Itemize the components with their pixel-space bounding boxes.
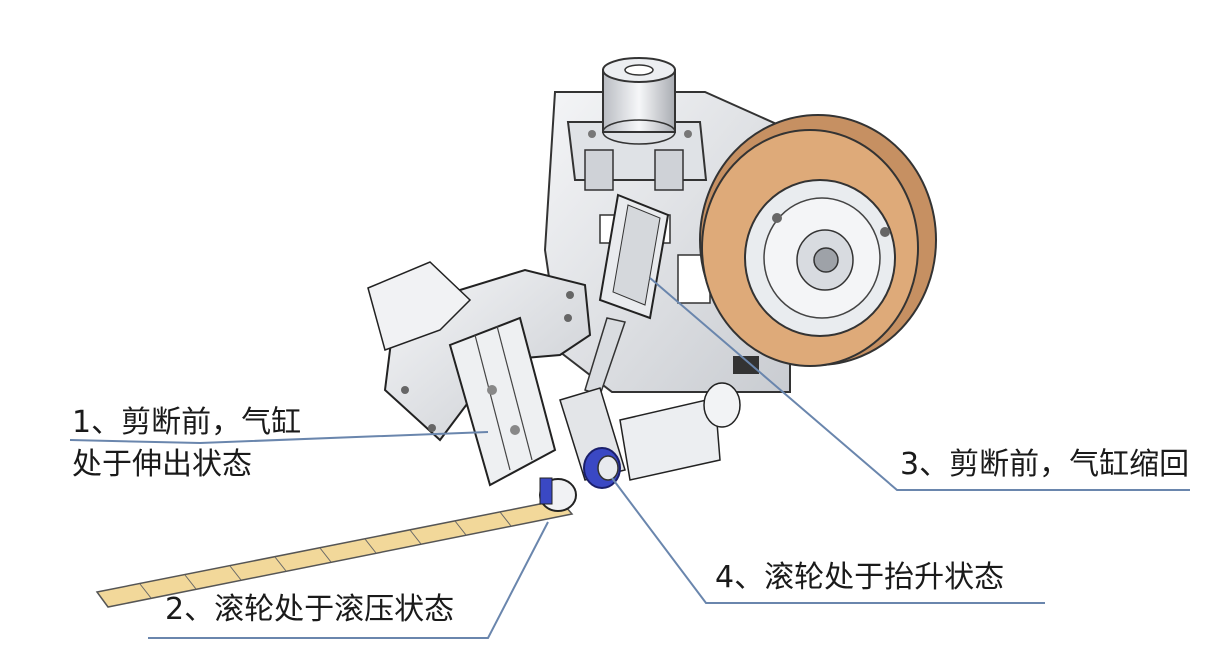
tape-strip	[95, 499, 574, 608]
leader-line-4	[611, 477, 1045, 604]
callout-1: 1、剪断前，气缸 处于伸出状态	[72, 405, 301, 483]
callout-1-line1: 1、剪断前，气缸	[72, 405, 302, 440]
callout-2-text: 2、滚轮处于滚压状态	[165, 592, 455, 627]
callout-1-line2: 处于伸出状态	[72, 447, 252, 482]
callout-2: 2、滚轮处于滚压状态	[165, 592, 454, 628]
leader-line-3	[649, 277, 1190, 491]
large-tape-roller	[699, 114, 937, 367]
lift-roller	[583, 447, 621, 489]
callout-3: 3、剪断前，气缸缩回	[900, 447, 1189, 483]
leader-line-1	[69, 431, 489, 445]
cylinder-retracted	[584, 193, 670, 396]
leader-line-2	[148, 521, 549, 639]
cylinder-extended	[448, 316, 557, 487]
leader-lines	[69, 277, 1190, 639]
callout-3-text: 3、剪断前，气缸缩回	[900, 447, 1190, 482]
callout-4: 4、滚轮处于抬升状态	[715, 560, 1004, 596]
press-roller	[539, 477, 577, 512]
shaft-coupling	[602, 57, 676, 145]
callout-4-text: 4、滚轮处于抬升状态	[715, 560, 1005, 595]
